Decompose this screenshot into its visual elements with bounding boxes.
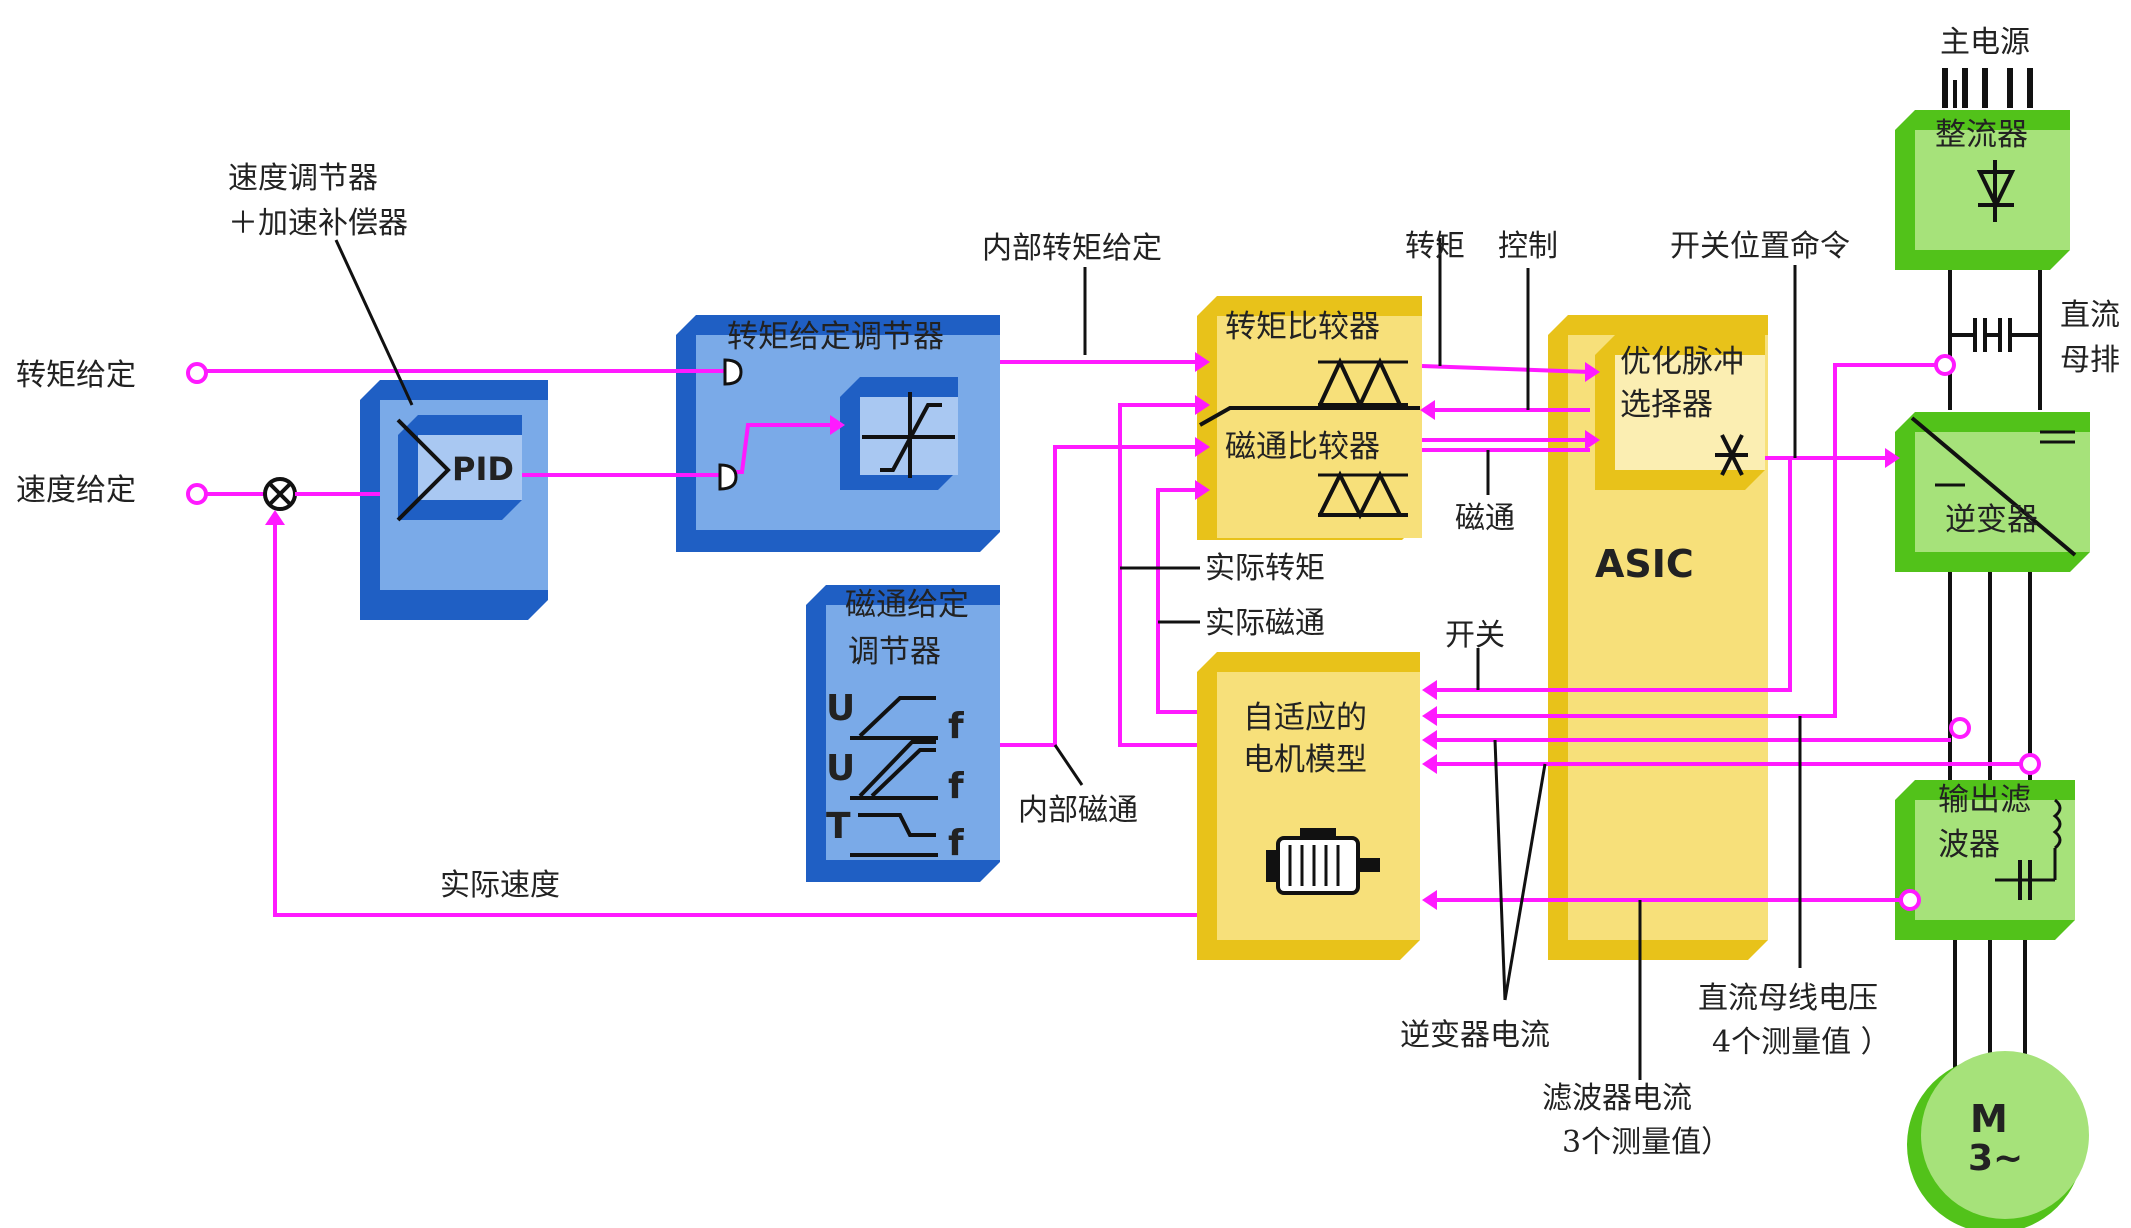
- switch-pos-cmd-label: 开关位置命令: [1670, 229, 1850, 264]
- summing-junction-icon: [263, 477, 297, 511]
- actual-flux-label: 实际磁通: [1205, 606, 1325, 641]
- torque-ref-label: 转矩给定: [16, 358, 136, 393]
- torque-hysteresis-icon: [1318, 357, 1408, 410]
- dc-bus-voltage-label-1: 直流母线电压: [1698, 981, 1878, 1016]
- motor-icon: [1266, 828, 1380, 895]
- dc-bus-voltage-label-2: 4个测量值 ）: [1712, 1025, 1891, 1060]
- pid-label: PID: [452, 450, 514, 488]
- flux-hysteresis-icon: [1318, 470, 1408, 520]
- speed-ref-label: 速度给定: [16, 473, 136, 508]
- f-label-3: f: [948, 823, 964, 864]
- torque-comparator-label: 转矩比较器: [1225, 309, 1380, 345]
- inverter-current-label: 逆变器电流: [1400, 1018, 1550, 1053]
- dc-bus: [1948, 270, 2042, 410]
- output-filter-label-2: 波器: [1938, 827, 2000, 863]
- comparator-block: 转矩比较器 磁通比较器: [1197, 296, 1422, 540]
- u-label-2: U: [826, 748, 855, 789]
- dc-bus-label-2: 母排: [2060, 343, 2120, 378]
- t-label: T: [826, 806, 851, 847]
- actual-torque-label: 实际转矩: [1205, 551, 1325, 586]
- flux-ref-controller-title-2: 调节器: [848, 634, 941, 670]
- selector-star-icon: [1715, 434, 1748, 476]
- filter-lc-icon: [1995, 798, 2062, 900]
- actual-speed-label: 实际速度: [440, 868, 560, 903]
- flux-ref-controller-block: 磁通给定 调节器 U f U f T f: [806, 585, 1000, 882]
- asic-label: ASIC: [1595, 542, 1694, 586]
- filter-current-label-1: 滤波器电流: [1542, 1081, 1692, 1116]
- speed-controller-label-2: ＋加速补偿器: [228, 206, 408, 241]
- signal-lines: [186, 352, 2041, 917]
- optimal-pulse-label-1: 优化脉冲: [1620, 344, 1744, 380]
- leader-lines: [334, 238, 1802, 1080]
- filter-current-label-2: 3个测量值）: [1562, 1125, 1731, 1160]
- speed-controller-block: PID: [360, 380, 548, 620]
- flux-label: 磁通: [1455, 501, 1515, 536]
- output-lines-upper: [1948, 572, 2032, 780]
- flux-ref-controller-title-1: 磁通给定: [845, 587, 969, 623]
- motor-phase-label: 3~: [1968, 1138, 2023, 1179]
- inverter-block: 逆变器: [1895, 412, 2090, 572]
- internal-flux-label: 内部磁通: [1018, 793, 1138, 828]
- torque-label: 转矩: [1405, 229, 1465, 264]
- rectifier-label: 整流器: [1935, 117, 2028, 153]
- speed-controller-label-1: 速度调节器: [228, 161, 378, 196]
- adaptive-motor-model-block: 自适应的 电机模型: [1197, 652, 1420, 960]
- f-label-2: f: [948, 766, 964, 807]
- motor-circle: M 3~: [1907, 1051, 2089, 1228]
- torque-ref-controller-title: 转矩给定调节器: [727, 319, 944, 355]
- internal-torque-ref-label: 内部转矩给定: [982, 231, 1162, 266]
- optimal-pulse-label-2: 选择器: [1620, 387, 1713, 423]
- asic-block: ASIC 优化脉冲 选择器: [1548, 315, 1768, 960]
- torque-ref-controller-block: 转矩给定调节器: [676, 315, 1000, 552]
- switch-label: 开关: [1445, 618, 1505, 653]
- dc-bus-label-1: 直流: [2060, 298, 2120, 333]
- inverter-label: 逆变器: [1945, 502, 2038, 538]
- main-power-lines: [1942, 68, 2033, 108]
- output-filter-block: 输出滤 波器: [1895, 780, 2075, 940]
- flux-comparator-label: 磁通比较器: [1225, 429, 1380, 465]
- text-labels: 转矩给定 速度给定 速度调节器 ＋加速补偿器 内部转矩给定 转矩 控制 开关位置…: [16, 25, 2120, 1160]
- f-label-1: f: [948, 706, 964, 747]
- control-label: 控制: [1498, 229, 1558, 264]
- rectifier-block: 整流器: [1895, 110, 2070, 270]
- adaptive-model-label-1: 自适应的: [1243, 700, 1367, 736]
- diode-icon: [1976, 160, 2016, 222]
- main-power-label: 主电源: [1940, 25, 2030, 60]
- motor-m-label: M: [1970, 1097, 2008, 1141]
- adaptive-model-label-2: 电机模型: [1243, 742, 1367, 778]
- u-label-1: U: [826, 688, 855, 729]
- output-filter-label-1: 输出滤: [1938, 782, 2031, 818]
